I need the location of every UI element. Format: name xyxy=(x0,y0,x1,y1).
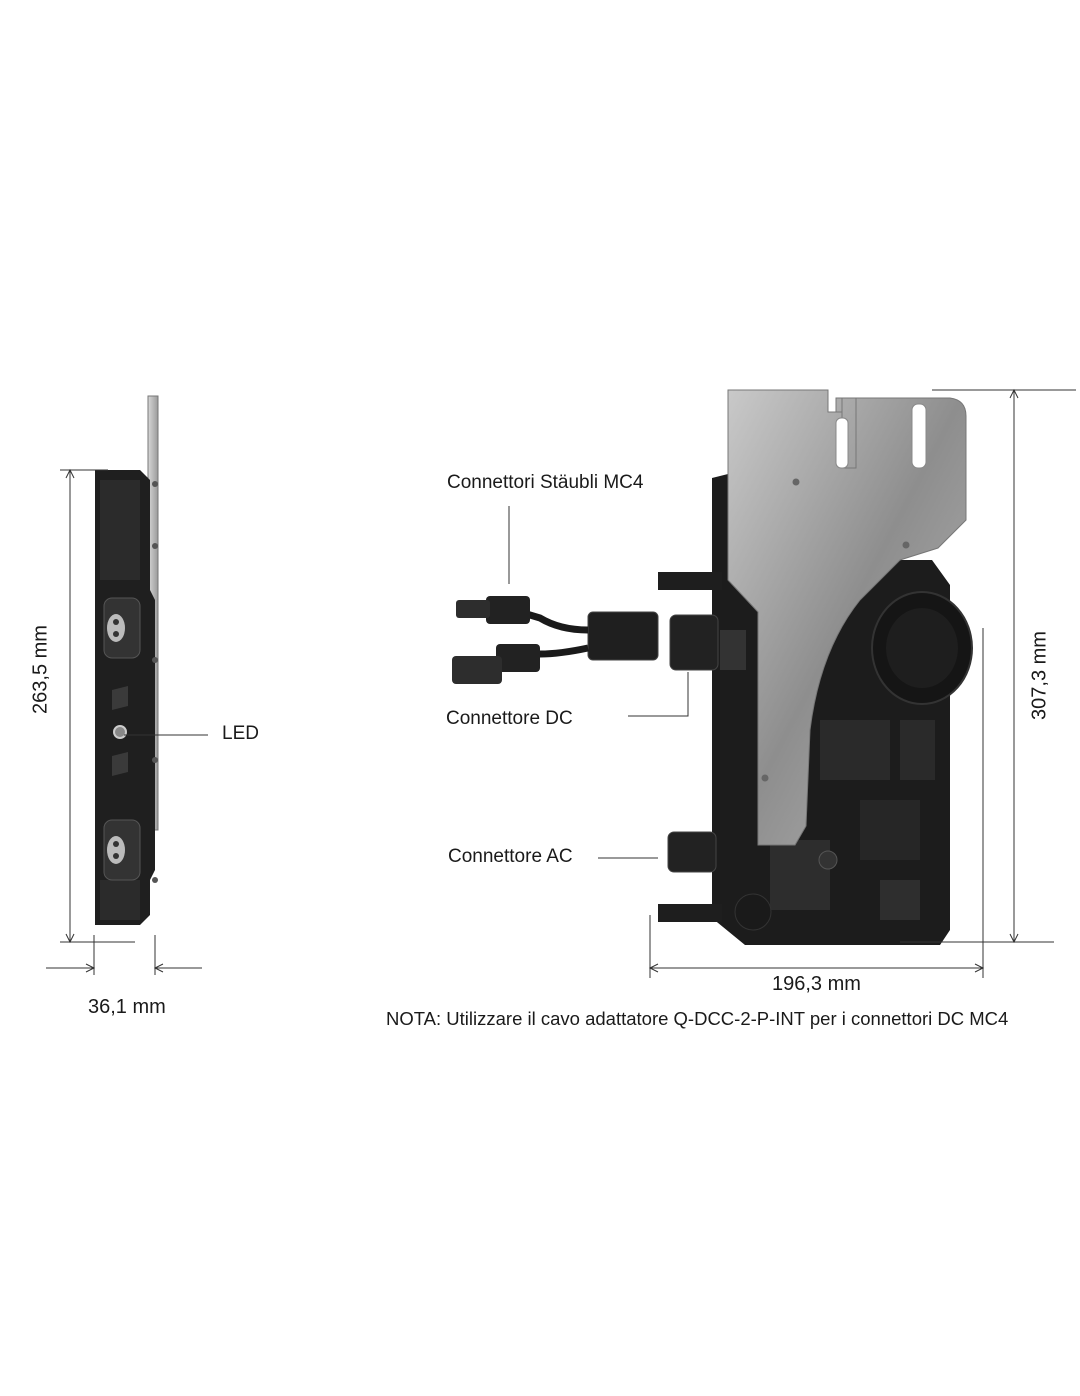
label-dc-connector: Connettore DC xyxy=(446,708,573,729)
side-lower-connector xyxy=(103,819,141,881)
led-indicator xyxy=(113,725,127,739)
mc4-connector-bottom xyxy=(452,644,540,684)
dim-height-side: 263,5 mm xyxy=(29,625,52,714)
side-view xyxy=(95,395,159,925)
dc-adapter xyxy=(587,611,659,661)
front-view xyxy=(452,389,973,945)
ac-connector xyxy=(667,831,717,873)
dim-depth: 36,1 mm xyxy=(88,996,166,1018)
label-mc4-connectors: Connettori Stäubli MC4 xyxy=(447,472,644,493)
mc4-connector-top xyxy=(456,596,530,624)
side-upper-connector xyxy=(103,597,141,659)
label-ac-connector: Connettore AC xyxy=(448,846,573,867)
front-dimension-lines xyxy=(508,388,1076,978)
label-led: LED xyxy=(222,723,259,744)
note-text: NOTA: Utilizzare il cavo adattatore Q-DC… xyxy=(386,1008,1009,1029)
side-dimension-lines xyxy=(46,468,208,975)
dim-height-front: 307,3 mm xyxy=(1028,631,1051,720)
dim-width-front: 196,3 mm xyxy=(772,973,861,995)
